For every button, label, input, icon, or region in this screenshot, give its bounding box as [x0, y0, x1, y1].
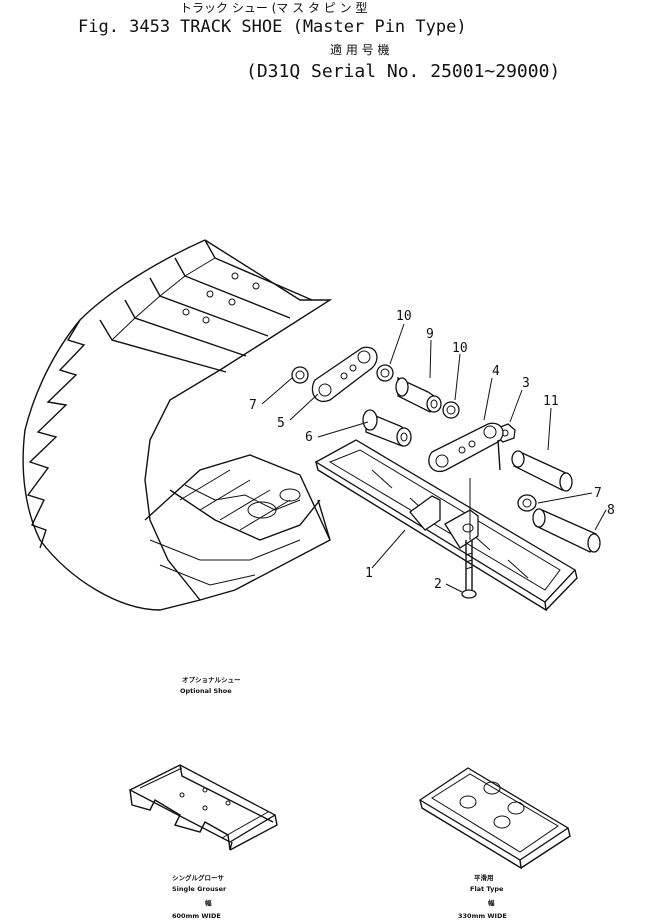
callout-8: 8 — [607, 503, 615, 518]
seal-washer-right — [517, 494, 537, 512]
flat-type-width: 330mm WIDE — [458, 912, 507, 920]
single-grouser-shoe-drawing — [128, 764, 278, 851]
spacer-lower — [442, 401, 460, 419]
bushing-upper — [395, 376, 442, 413]
diagram-title: TRACK SHOE (Master Pin Type) — [180, 17, 467, 37]
spacer-upper — [376, 364, 394, 382]
leader-lines — [261, 323, 607, 593]
master-link-right — [428, 422, 504, 473]
callout-2: 2 — [434, 577, 442, 592]
single-grouser-width: 600mm WIDE — [172, 912, 221, 920]
callout-7-left: 7 — [249, 398, 257, 413]
master-pin — [511, 450, 573, 492]
callout-1: 1 — [365, 566, 373, 581]
figure-label: Fig. 3453 — [78, 17, 170, 37]
single-grouser-label: Single Grouser — [172, 885, 227, 893]
shoe-bolt — [461, 540, 477, 599]
callout-5: 5 — [277, 416, 285, 431]
callout-11: 11 — [543, 394, 559, 409]
callout-6: 6 — [305, 430, 313, 445]
callout-9: 9 — [426, 327, 434, 342]
flat-type-width-jp: 幅 — [488, 898, 495, 907]
seal-washer-left — [291, 366, 309, 384]
single-grouser-jp: シングルグローサ — [172, 873, 224, 882]
callout-7-right: 7 — [594, 486, 602, 501]
flat-type-jp: 平滑用 — [474, 873, 494, 882]
serial-range: (D31Q Serial No. 25001~29000) — [246, 61, 560, 82]
header-jp-line2: 適 用 号 機 — [330, 42, 389, 57]
optional-shoe-label: Optional Shoe — [180, 687, 232, 695]
flat-type-shoe-drawing — [418, 767, 571, 870]
flat-type-label: Flat Type — [470, 885, 504, 893]
callout-3: 3 — [522, 376, 530, 391]
master-link-left — [311, 346, 378, 403]
callout-10-upper: 10 — [396, 309, 412, 324]
track-assembly-drawing — [22, 239, 333, 611]
bushing-lower — [362, 409, 412, 447]
header-jp-line1: トラック シュー (マ ス タ ピ ン 型 — [180, 1, 367, 15]
pin-long — [532, 508, 601, 553]
single-grouser-width-jp: 幅 — [205, 898, 212, 907]
callout-4: 4 — [492, 364, 500, 379]
optional-shoe-jp: オプショナルシュー — [182, 675, 241, 684]
callout-10-lower: 10 — [452, 341, 468, 356]
